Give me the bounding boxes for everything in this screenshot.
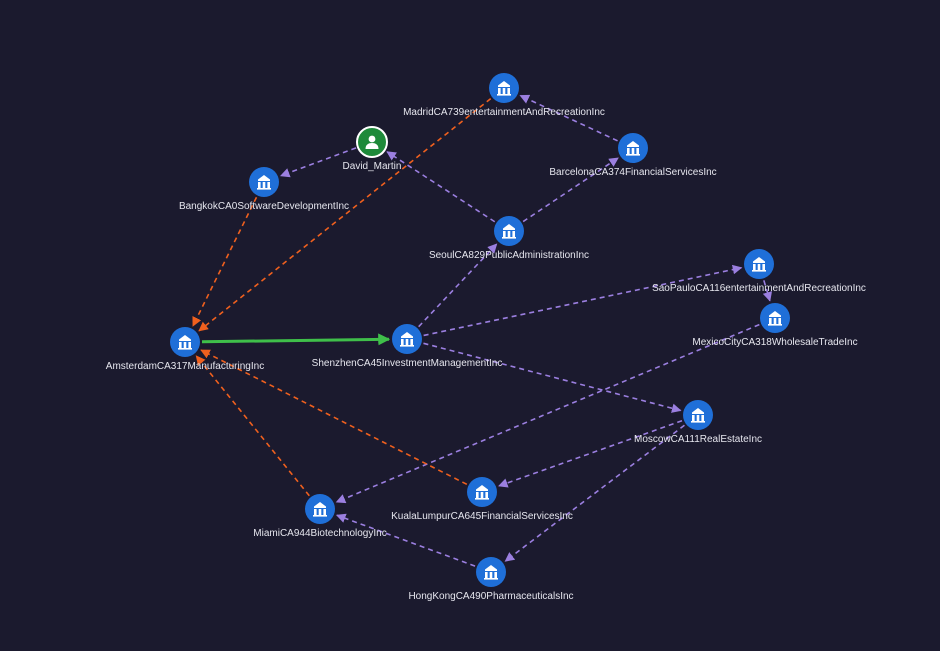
node-label: HongKongCA490PharmaceuticalsInc bbox=[408, 591, 573, 602]
edge-madrid-to-amsterdam[interactable] bbox=[198, 97, 492, 332]
node-miami[interactable]: MiamiCA944BiotechnologyInc bbox=[253, 494, 387, 539]
node-label: KualaLumpurCA645FinancialServicesInc bbox=[391, 511, 573, 522]
edge-shenzhen-to-saopaulo[interactable] bbox=[423, 264, 743, 337]
node-kuala[interactable]: KualaLumpurCA645FinancialServicesInc bbox=[391, 477, 573, 522]
node-label: MiamiCA944BiotechnologyInc bbox=[253, 528, 386, 539]
node-label: MexicoCityCA318WholesaleTradeInc bbox=[692, 337, 857, 348]
node-label: SeoulCA829PublicAdministrationInc bbox=[429, 250, 589, 261]
edge-shenzhen-to-moscow[interactable] bbox=[423, 342, 682, 413]
edge-seoul-to-david[interactable] bbox=[386, 151, 496, 223]
node-barcelona[interactable]: BarcelonaCA374FinancialServicesInc bbox=[549, 133, 717, 178]
node-saopaulo[interactable]: SaoPauloCA116entertainmentAndRecreationI… bbox=[652, 249, 866, 294]
node-mexico[interactable]: MexicoCityCA318WholesaleTradeInc bbox=[692, 303, 858, 348]
node-label: SaoPauloCA116entertainmentAndRecreationI… bbox=[652, 283, 866, 294]
edges-layer bbox=[192, 94, 773, 567]
edge-bangkok-to-amsterdam[interactable] bbox=[192, 196, 258, 327]
node-seoul[interactable]: SeoulCA829PublicAdministrationInc bbox=[429, 216, 589, 261]
node-madrid[interactable]: MadridCA739entertainmentAndRecreationInc bbox=[403, 73, 605, 118]
node-label: MadridCA739entertainmentAndRecreationInc bbox=[403, 107, 605, 118]
edge-amsterdam-to-shenzhen[interactable] bbox=[201, 333, 391, 346]
edge-saopaulo-to-mexico[interactable] bbox=[762, 280, 773, 302]
node-label: AmsterdamCA317ManufacturingInc bbox=[106, 361, 264, 372]
edge-hongkong-to-miami[interactable] bbox=[335, 513, 476, 567]
node-shenzhen[interactable]: ShenzhenCA45InvestmentManagementInc bbox=[312, 324, 503, 369]
edge-david-to-bangkok[interactable] bbox=[279, 147, 357, 178]
edge-moscow-to-hongkong[interactable] bbox=[504, 424, 685, 562]
edge-shenzhen-to-seoul[interactable] bbox=[418, 243, 498, 328]
node-david[interactable]: David_Martin bbox=[343, 126, 402, 172]
node-label: David_Martin bbox=[343, 161, 402, 172]
edge-kuala-to-amsterdam[interactable] bbox=[200, 349, 468, 486]
node-moscow[interactable]: MoscowCA111RealEstateInc bbox=[634, 400, 762, 445]
nodes-layer: MadridCA739entertainmentAndRecreationInc… bbox=[106, 73, 866, 602]
node-label: BangkokCA0SoftwareDevelopmentInc bbox=[179, 201, 349, 212]
edge-miami-to-amsterdam[interactable] bbox=[195, 355, 310, 497]
node-hongkong[interactable]: HongKongCA490PharmaceuticalsInc bbox=[408, 557, 574, 602]
edge-seoul-to-barcelona[interactable] bbox=[522, 157, 619, 223]
node-bangkok[interactable]: BangkokCA0SoftwareDevelopmentInc bbox=[179, 167, 349, 212]
edge-moscow-to-kuala[interactable] bbox=[498, 419, 683, 488]
edge-mexico-to-miami[interactable] bbox=[335, 323, 760, 504]
node-label: MoscowCA111RealEstateInc bbox=[634, 434, 762, 445]
node-amsterdam[interactable]: AmsterdamCA317ManufacturingInc bbox=[106, 327, 264, 372]
node-label: BarcelonaCA374FinancialServicesInc bbox=[549, 167, 716, 178]
node-label: ShenzhenCA45InvestmentManagementInc bbox=[312, 358, 503, 369]
edge-barcelona-to-madrid[interactable] bbox=[519, 94, 618, 142]
